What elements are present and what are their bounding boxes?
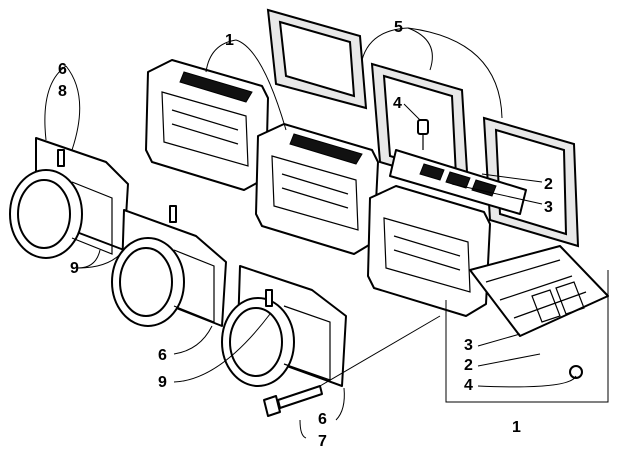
callout-3-right: 3 xyxy=(544,199,553,216)
callout-7-bottom: 7 xyxy=(318,433,327,450)
reed-petal-upper xyxy=(389,149,527,215)
reed-petal-lower xyxy=(469,245,609,337)
callout-6-mid: 6 xyxy=(158,347,167,364)
callout-4-lower: 4 xyxy=(464,377,473,394)
callout-2-lower: 2 xyxy=(464,357,473,374)
callout-1-bottom: 1 xyxy=(512,419,521,436)
adaptor-left xyxy=(9,137,129,259)
callout-9-lower: 9 xyxy=(158,374,167,391)
reed-block-front xyxy=(367,185,491,317)
callout-6-bottom: 6 xyxy=(318,411,327,428)
callout-4-mid: 4 xyxy=(393,95,402,112)
gasket-rear xyxy=(266,8,368,110)
bolt-bottom xyxy=(263,385,323,417)
adaptor-front xyxy=(221,265,347,387)
callout-5-top: 5 xyxy=(394,19,403,36)
callout-8-left: 8 xyxy=(58,83,67,100)
callout-1-top: 1 xyxy=(225,32,234,49)
callout-2-right: 2 xyxy=(544,176,553,193)
reed-block-middle xyxy=(255,123,379,255)
adaptor-center xyxy=(111,205,227,327)
screw-middle xyxy=(417,119,429,150)
callout-labels: 1 5 6 8 4 2 3 9 3 2 4 6 9 6 7 1 xyxy=(58,19,553,450)
callout-9-upper: 9 xyxy=(70,260,79,277)
callout-6-left: 6 xyxy=(58,61,67,78)
reed-block-rear xyxy=(145,59,269,191)
screw-lower-right xyxy=(569,365,583,379)
callout-3-lower: 3 xyxy=(464,337,473,354)
leader-lines xyxy=(44,27,609,439)
